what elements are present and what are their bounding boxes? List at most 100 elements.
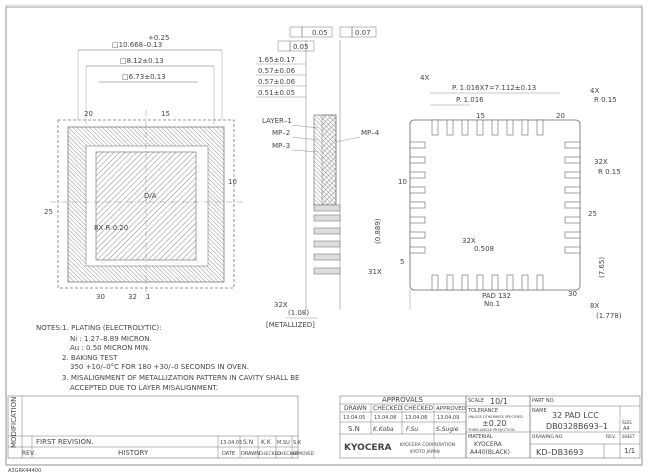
bottom-dim: (1.08) (288, 309, 309, 317)
pad (409, 201, 426, 209)
pad (491, 274, 499, 291)
mid-dim: □8.12±0.13 (120, 57, 164, 65)
corp-line2: KYOTO JAPAN (410, 449, 440, 455)
pad (536, 274, 544, 291)
size-value: A4 (623, 426, 630, 432)
pad (521, 274, 529, 291)
pad (409, 156, 426, 164)
note-2b: 350 +10/–0°C FOR 180 +30/–0 SECONDS IN O… (70, 363, 249, 371)
part-name: 32 PAD LCC (552, 411, 599, 420)
metallized: [METALLIZED] (266, 321, 315, 329)
pin-30: 30 (96, 293, 105, 301)
checked2-label: CHECKED (404, 405, 433, 412)
pad (409, 186, 426, 194)
pad (491, 119, 499, 136)
pad (564, 231, 581, 239)
part-no-label: PART NO. (532, 398, 555, 404)
pads-bottom (431, 274, 544, 291)
pad (506, 119, 514, 136)
pad (536, 119, 544, 136)
outer-dim: □10.668–0.13 (112, 41, 162, 49)
note-3: 3. MISALIGNMENT OF METALLIZATION PATTERN… (62, 374, 299, 382)
mp-4: MP–4 (361, 129, 380, 137)
note-3b: ACCEPTED DUE TO LAYER MISALIGNMENT. (70, 384, 218, 392)
dim-a: 1.65±0.17 (258, 56, 295, 64)
pad (409, 171, 426, 179)
note-1: NOTES:1. PLATING (ELECTROLYTIC): (36, 324, 161, 332)
pad (564, 186, 581, 194)
pin-32: 32 (128, 293, 137, 301)
dim-d: 0.51±0.05 (258, 89, 295, 97)
pad (476, 274, 484, 291)
corner-count: 4X (590, 87, 599, 95)
tol-plus: +0.25 (148, 34, 169, 42)
rev-date-label: DATE (222, 451, 235, 457)
pin-25: 25 (44, 208, 53, 216)
pad-r: R 0.15 (598, 168, 621, 176)
tol-value: ±0.20 (482, 419, 507, 428)
rev-msu: M.SU (277, 440, 290, 446)
pad (564, 141, 581, 149)
rev-kk: K.K (261, 439, 272, 446)
pad (521, 119, 529, 136)
tol-label: TOLERANCE (467, 408, 498, 414)
modification-label: MODIFICATION (10, 397, 18, 448)
note-1-ni: Ni : 1.27–8.89 MICRON. (70, 335, 152, 343)
rev-col-label: REV. (606, 434, 616, 440)
drawn-date: 13.04.05 (343, 415, 365, 421)
pad-count: 32X (594, 158, 608, 166)
drawn-label: DRAWN (344, 405, 367, 412)
approved-date: 13.04.09 (437, 415, 459, 421)
rev-drawn: DRAWN (241, 451, 260, 457)
rev-date: 13.04.05 (220, 440, 242, 446)
pad (409, 231, 426, 239)
inner-dim: □6.73±0.13 (122, 73, 166, 81)
history-label: HISTORY (118, 449, 149, 457)
count-8x: 8X (590, 302, 599, 310)
count-4x-top: 4X (420, 74, 429, 82)
first-revision: FIRST REVISION. (36, 438, 94, 446)
side-count: 31X (368, 268, 382, 276)
material-1: KYOCERA (474, 441, 503, 448)
pad (446, 119, 454, 136)
pad (431, 119, 439, 136)
flat-3: 0.07 (355, 29, 371, 37)
pin-25-b: 25 (588, 210, 597, 218)
mp-3: MP–3 (272, 142, 290, 150)
pin-20: 20 (84, 110, 93, 118)
pin-32-b: 32 (502, 292, 511, 300)
tol-sub: UNLESS OTHERWISE SPECIFIED (468, 415, 523, 419)
checked-sign: K.Koba (373, 426, 394, 433)
pads-left (409, 141, 426, 254)
checked2-date: 13.04.08 (405, 415, 427, 421)
side-view: 0.05 0.05 0.07 1.65±0.17 0.57±0.06 0.57±… (256, 26, 380, 329)
size-label: SIZE (622, 420, 632, 426)
pad (409, 216, 426, 224)
dim-c: 0.57±0.06 (258, 78, 296, 86)
name-label: NAME (532, 408, 547, 414)
drawn-by: S.N (348, 425, 360, 433)
rev-sk: S.K (293, 440, 302, 446)
scale-value: 10/1 (490, 397, 508, 406)
sheet-label: SHEET (622, 434, 636, 439)
right-dim: (7.65) (598, 257, 606, 278)
pad (564, 156, 581, 164)
rev-sn: S.N (243, 439, 253, 446)
pin-1: 1 (146, 293, 150, 301)
rev-checked: CHECKED (259, 451, 281, 457)
rev-checked2: CHECKED (277, 451, 299, 457)
approvals-title: APPROVALS (382, 396, 424, 404)
corner-radius: 8X R 0.20 (94, 224, 128, 232)
pad (431, 274, 439, 291)
pin-20-b: 20 (556, 112, 565, 120)
note-1-au: Au : 0.50 MICRON MIN. (70, 344, 150, 352)
pad (564, 216, 581, 224)
drawing-no-label: DRAWING NO. (532, 434, 563, 440)
pad (506, 274, 514, 291)
notes: NOTES:1. PLATING (ELECTROLYTIC): Ni : 1.… (36, 324, 299, 392)
pin-10: 10 (228, 178, 237, 186)
part-number: DB0328B693–1 (546, 422, 608, 431)
pad (476, 119, 484, 136)
tol-unit: THIRD ANGLE PROJECTION (467, 428, 515, 432)
mp-2: MP–2 (272, 129, 290, 137)
